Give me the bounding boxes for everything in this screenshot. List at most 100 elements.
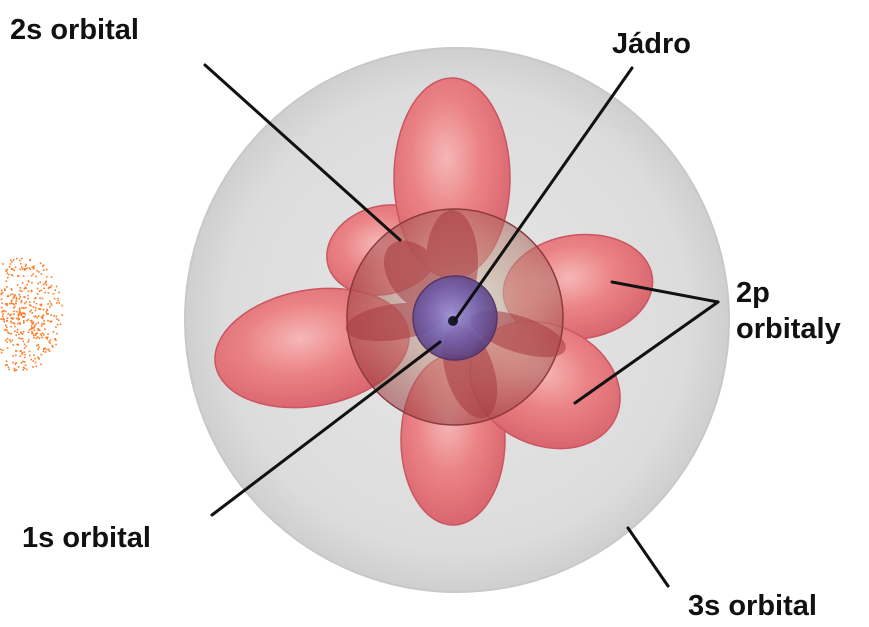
electron-speck [4, 303, 7, 305]
electron-speck [22, 322, 25, 324]
electron-speck [11, 261, 13, 263]
electron-speck [23, 302, 26, 305]
electron-speck [12, 297, 15, 299]
electron-speck [16, 284, 19, 286]
electron-speck [37, 344, 40, 346]
electron-speck [46, 309, 49, 312]
label-1s-orbital: 1s orbital [22, 522, 151, 554]
electron-speck [18, 297, 21, 300]
electron-speck [13, 269, 15, 272]
electron-speck [23, 367, 26, 370]
electron-speck [17, 317, 20, 319]
electron-speck [37, 322, 39, 324]
electron-speck [33, 354, 35, 356]
electron-speck [6, 329, 8, 331]
electron-speck [29, 259, 32, 261]
electron-speck [3, 288, 6, 290]
electron-speck [43, 320, 45, 322]
electron-speck [6, 364, 9, 366]
electron-speck [21, 306, 23, 309]
electron-speck [6, 286, 8, 288]
electron-speck [13, 295, 16, 297]
electron-speck [23, 307, 25, 309]
electron-speck [12, 317, 15, 320]
electron-speck [10, 259, 12, 261]
electron-speck [6, 304, 8, 307]
electron-speck [26, 267, 28, 269]
electron-speck [26, 283, 28, 286]
electron-speck [54, 289, 56, 292]
electron-speck [21, 268, 24, 270]
electron-speck [7, 312, 9, 315]
electron-speck [49, 320, 51, 323]
electron-speck [20, 362, 23, 364]
electron-speck [21, 353, 24, 355]
electron-speck [9, 293, 12, 296]
electron-speck [38, 271, 40, 273]
electron-speck [23, 315, 26, 318]
electron-speck [29, 310, 31, 313]
electron-speck [36, 316, 38, 319]
electron-speck [47, 319, 49, 322]
electron-speck [1, 289, 3, 292]
electron-speck [30, 290, 33, 293]
electron-speck [52, 346, 54, 348]
electron-speck [31, 266, 33, 268]
electron-speck [30, 328, 32, 330]
electron-speck [32, 327, 35, 329]
electron-speck [27, 290, 30, 293]
electron-speck [6, 341, 8, 344]
electron-speck [44, 351, 47, 353]
electron-speck [11, 299, 13, 301]
electron-speck [48, 350, 51, 352]
electron-speck [22, 340, 25, 343]
electron-speck [22, 330, 25, 333]
electron-speck [27, 297, 29, 300]
electron-speck [40, 334, 43, 337]
label-2p-orbitals: 2p orbitaly [736, 275, 841, 347]
electron-speck [0, 348, 2, 351]
electron-speck [19, 287, 22, 289]
electron-speck [12, 355, 14, 357]
electron-speck [24, 353, 26, 356]
electron-speck [25, 368, 28, 371]
leader-line-1s [210, 340, 442, 517]
electron-speck [32, 360, 35, 362]
electron-speck [16, 343, 18, 346]
electron-speck [18, 337, 20, 339]
electron-speck [33, 329, 36, 332]
label-2s-orbital: 2s orbital [10, 14, 139, 46]
electron-speck [5, 269, 7, 272]
electron-speck [6, 268, 8, 271]
electron-speck [20, 314, 23, 317]
electron-speck [0, 293, 3, 296]
electron-speck [44, 291, 46, 294]
electron-speck [47, 303, 49, 305]
electron-speck [30, 309, 33, 312]
electron-speck [25, 263, 27, 266]
label-2p-line1: 2p [736, 277, 770, 309]
electron-speck [13, 310, 15, 313]
electron-speck [9, 314, 11, 317]
electron-speck [43, 347, 45, 350]
electron-speck [17, 275, 20, 277]
electron-speck [50, 320, 53, 323]
electron-speck [30, 274, 33, 277]
electron-speck [24, 313, 26, 316]
electron-speck [8, 332, 10, 335]
electron-speck [15, 300, 17, 302]
electron-speck [5, 324, 7, 327]
electron-speck [11, 302, 13, 305]
electron-speck [2, 318, 4, 321]
electron-speck [12, 322, 15, 324]
electron-speck [6, 317, 9, 319]
electron-speck [35, 275, 37, 278]
electron-speck [7, 277, 9, 279]
electron-speck [55, 315, 58, 318]
electron-speck [55, 326, 57, 329]
electron-speck [16, 328, 19, 331]
electron-speck [35, 365, 38, 368]
electron-speck [14, 330, 16, 332]
electron-speck [15, 354, 17, 357]
electron-speck [47, 292, 50, 294]
